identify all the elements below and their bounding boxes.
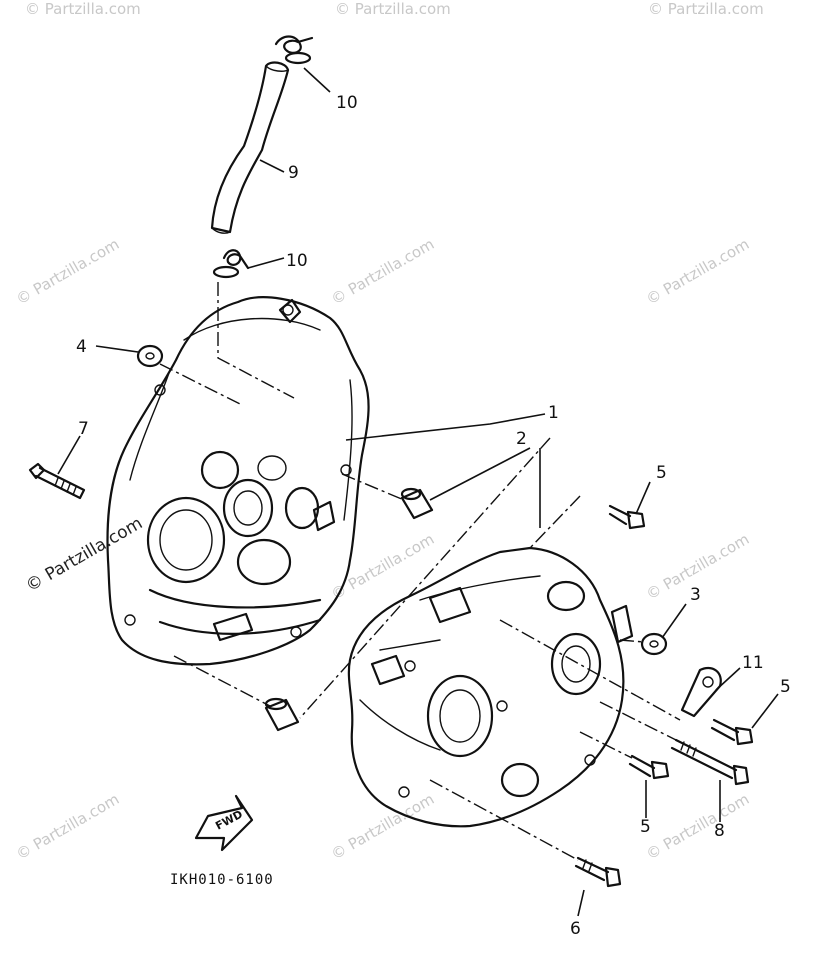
- crankcase-left: [106, 296, 370, 666]
- callouts: 10 9 10 4 7 1 2 5 3 11 5 5 8 6: [76, 93, 791, 939]
- breather-hose: [210, 61, 290, 234]
- callout-11: 11: [742, 653, 764, 673]
- bolt-8: [670, 738, 750, 786]
- watermark: © Partzilla.com: [643, 790, 752, 863]
- callout-10-top: 10: [336, 93, 358, 113]
- washer-3: [640, 632, 668, 656]
- callout-5-middle: 5: [640, 817, 651, 837]
- watermark: © Partzilla.com: [335, 0, 451, 18]
- watermark: © Partzilla.com: [13, 790, 122, 863]
- hose-clip-lower: [212, 249, 250, 279]
- forward-arrow: FWD: [194, 794, 254, 852]
- watermarks: © Partzilla.com © Partzilla.com © Partzi…: [13, 0, 764, 863]
- bolt-5-top: [608, 504, 646, 530]
- crankcase-right: [347, 546, 634, 828]
- hose-clip-top: [274, 35, 314, 65]
- bracket-11: [680, 666, 722, 718]
- bolt-5-right: [710, 718, 754, 746]
- diagram-code: IKH010-6100: [170, 872, 274, 888]
- watermark: © Partzilla.com: [648, 0, 764, 18]
- leader-lines: [57, 67, 779, 917]
- callout-6: 6: [570, 919, 581, 939]
- bolt-7: [28, 462, 86, 500]
- dowel-pin-lower: [264, 697, 300, 732]
- callout-8: 8: [714, 821, 725, 841]
- callout-3: 3: [690, 585, 701, 605]
- washer-4: [136, 344, 164, 368]
- callout-4: 4: [76, 337, 87, 357]
- callout-2: 2: [516, 429, 527, 449]
- callout-5-right: 5: [780, 677, 791, 697]
- callout-10-lower: 10: [286, 251, 308, 271]
- watermark: © Partzilla.com: [25, 0, 141, 18]
- callout-1: 1: [548, 403, 559, 423]
- watermark: © Partzilla.com: [23, 513, 147, 596]
- callout-9: 9: [288, 163, 299, 183]
- bolt-5-middle: [628, 754, 670, 780]
- dowel-pin-upper: [400, 487, 434, 520]
- bolt-6: [574, 856, 622, 888]
- watermark: © Partzilla.com: [328, 235, 437, 308]
- watermark: © Partzilla.com: [328, 790, 437, 863]
- callout-5-top: 5: [656, 463, 667, 483]
- watermark: © Partzilla.com: [13, 235, 122, 308]
- callout-7: 7: [78, 419, 89, 439]
- watermark: © Partzilla.com: [643, 235, 752, 308]
- watermark: © Partzilla.com: [328, 530, 437, 603]
